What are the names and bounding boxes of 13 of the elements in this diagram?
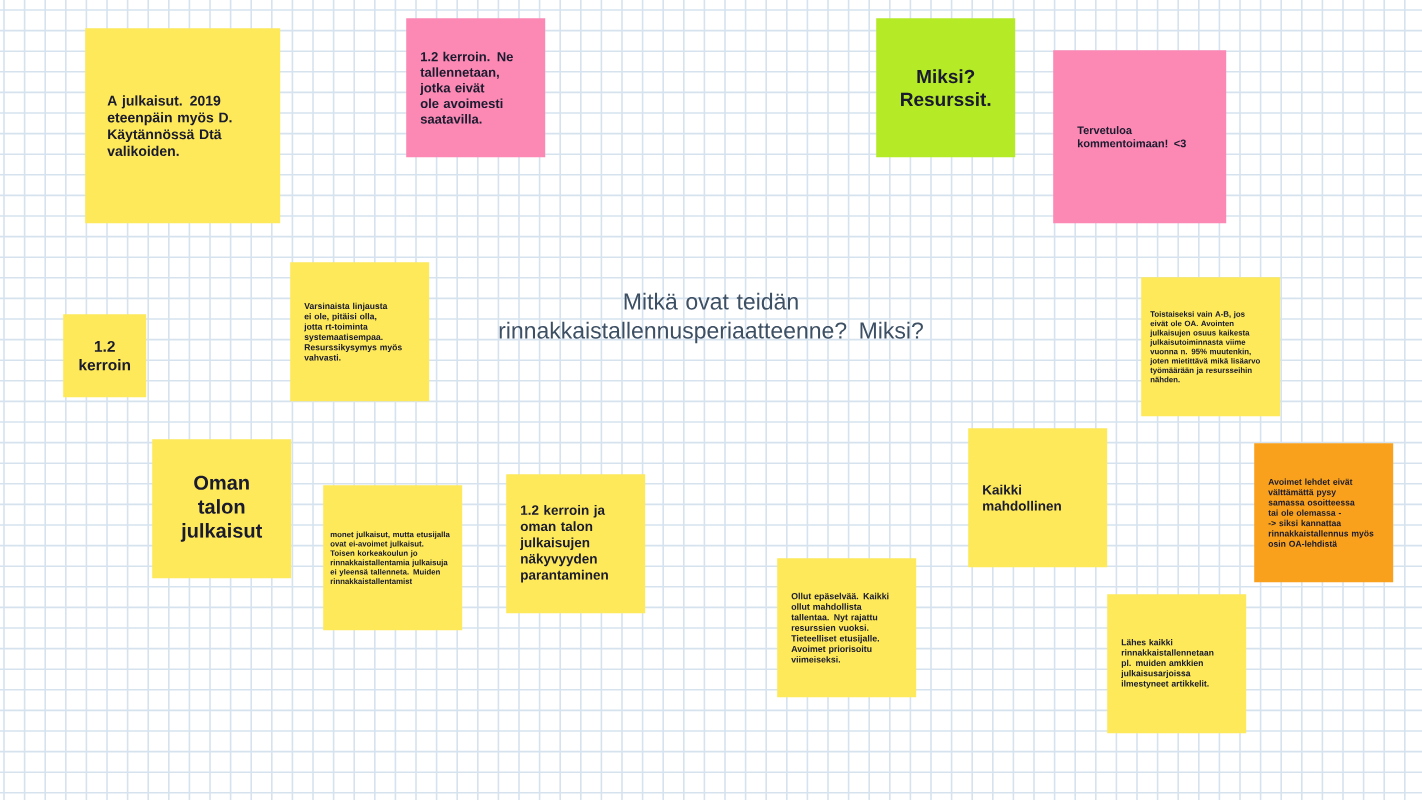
title: Mitkä ovat teidän rinnakkaistallennusperiaatteenne? Miksi? <box>499 292 923 344</box>
sticky-note: 1.2 kerroin <box>63 314 147 398</box>
sticky-note: Oman talon julkaisut <box>152 439 292 579</box>
sticky-note: 1.2 kerroin. Ne tallennetaan, jotka eivät ole avoimesti saatavilla. <box>406 18 546 158</box>
sticky-note: Lähes kaikki rinnakkaistallennetaan pl. muiden amkkien julkaisusarjoissa ilmestyneet artikkelit. <box>1107 594 1247 734</box>
sticky-note: 1.2 kerroin ja oman talon julkaisujen näkyvyyden parantaminen <box>506 474 646 614</box>
sticky-note: Miksi? Resurssit. <box>876 18 1016 158</box>
sticky-note: Kaikki mahdollinen <box>968 428 1108 568</box>
sticky-note: Tervetuloa kommentoimaan! <3 <box>1053 50 1227 224</box>
sticky-note: A julkaisut. 2019 eteenpäin myös D. Käytännössä Dtä valikoiden. <box>85 28 281 224</box>
sticky-note: Avoimet lehdet eivät välttämättä pysy samassa osoitteessa tai ole olemassa --> siksi kannattaa rinnakkaistallennus myös osin OA-lehdistä <box>1254 443 1394 583</box>
sticky-note: Ollut epäselvää. Kaikki ollut mahdollista tallentaa. Nyt rajattu resurssien vuoksi. Tieteelliset etusijalle. Avoimet priorisoitu viimeiseksi. <box>777 558 917 698</box>
sticky-note: Varsinaista linjausta ei ole, pitäisi olla, jotta rt-toiminta systemaatisempaa. Resurssikysymys myös vahvasti. <box>290 262 430 402</box>
